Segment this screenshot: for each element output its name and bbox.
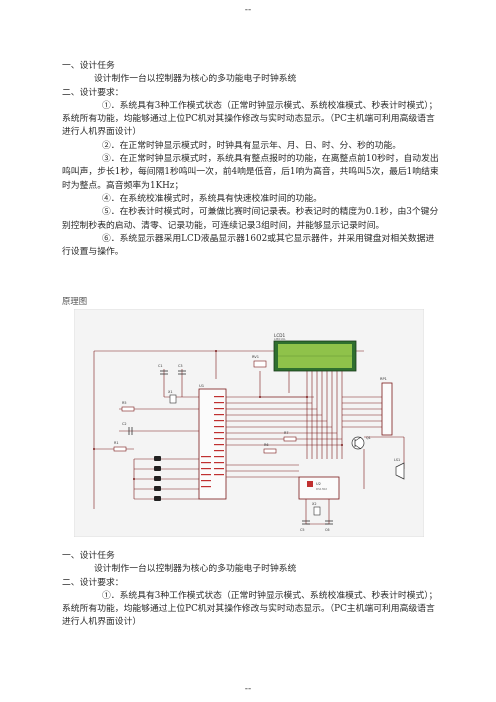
u1-label: U1 bbox=[199, 383, 205, 388]
heading-requirements: 二、设计要求： bbox=[62, 87, 124, 98]
requirement-1-repeat: ①．系统具有3种工作模式状态（正常时钟显示模式、系统校准模式、秒表计时模式）；系… bbox=[62, 590, 438, 628]
heading-task-2: 一、设计任务 bbox=[62, 551, 115, 561]
lcd-sub: LM016L bbox=[274, 337, 286, 341]
rv1-label: RV1 bbox=[252, 355, 259, 359]
r5-label: R5 bbox=[122, 401, 127, 405]
rp1-label: RP1 bbox=[380, 377, 387, 381]
heading-task: 一、设计任务 bbox=[62, 61, 115, 71]
header-mark: -- bbox=[244, 5, 252, 15]
u2-label: U2 bbox=[316, 482, 321, 486]
requirement-3: ③．在正常时钟显示模式时，系统具有整点报时的功能，在离整点前10秒时，自动发出鸣… bbox=[62, 154, 439, 191]
requirement-2: ②．在正常时钟显示模式时，时钟具有显示年、月、日、时、分、秒的功能。 bbox=[102, 140, 402, 151]
c5-label: C5 bbox=[300, 528, 305, 532]
heading-requirements-2: 二、设计要求： bbox=[62, 577, 124, 588]
c6-label: C6 bbox=[325, 528, 330, 532]
task-text: 设计制作一台以控制器为核心的多功能电子时钟系统 bbox=[94, 74, 297, 85]
section-1: 一、设计任务 设计制作一台以控制器为核心的多功能电子时钟系统 二、设计要求： ①… bbox=[62, 60, 440, 259]
task-text-2: 设计制作一台以控制器为核心的多功能电子时钟系统 bbox=[94, 564, 297, 575]
x1-label: X1 bbox=[168, 390, 172, 394]
schematic-caption: 原理图 bbox=[62, 296, 88, 306]
c1-label: C1 bbox=[158, 364, 163, 368]
ls1-label: LS1 bbox=[394, 458, 400, 462]
requirement-1: ①．系统具有3种工作模式状态（正常时钟显示模式、系统校准模式、秒表计时模式）；系… bbox=[62, 100, 438, 138]
requirement-5: ⑤．在秒表计时模式时，可兼做比赛时间记录表。秒表记时的精度为0.1秒，由3个键分… bbox=[62, 207, 439, 231]
circuit-schematic: LCD1 LM016L RV1 U1 RP1 X1 C1 bbox=[74, 309, 424, 537]
requirement-4: ④．在系统校准模式时，系统具有快速校准时间的功能。 bbox=[102, 193, 322, 204]
requirement-6: ⑥．系统显示器采用LCD液晶显示器1602或其它显示器件，并采用键盘对相关数据进… bbox=[62, 233, 435, 258]
c2-label: C2 bbox=[122, 422, 127, 426]
r7-label: R7 bbox=[284, 431, 289, 435]
footer-mark: -- bbox=[244, 684, 252, 694]
lcd-label: LCD1 bbox=[274, 333, 285, 338]
section-2: 一、设计任务 设计制作一台以控制器为核心的多功能电子时钟系统 二、设计要求： ①… bbox=[62, 550, 440, 630]
r6-label: R6 bbox=[264, 443, 269, 447]
q1-label: Q1 bbox=[366, 436, 371, 440]
x2-label: X2 bbox=[312, 502, 316, 506]
u2-sub: DS1302 bbox=[316, 487, 327, 491]
r1-label: R1 bbox=[114, 441, 119, 445]
c3-label: C3 bbox=[178, 364, 183, 368]
